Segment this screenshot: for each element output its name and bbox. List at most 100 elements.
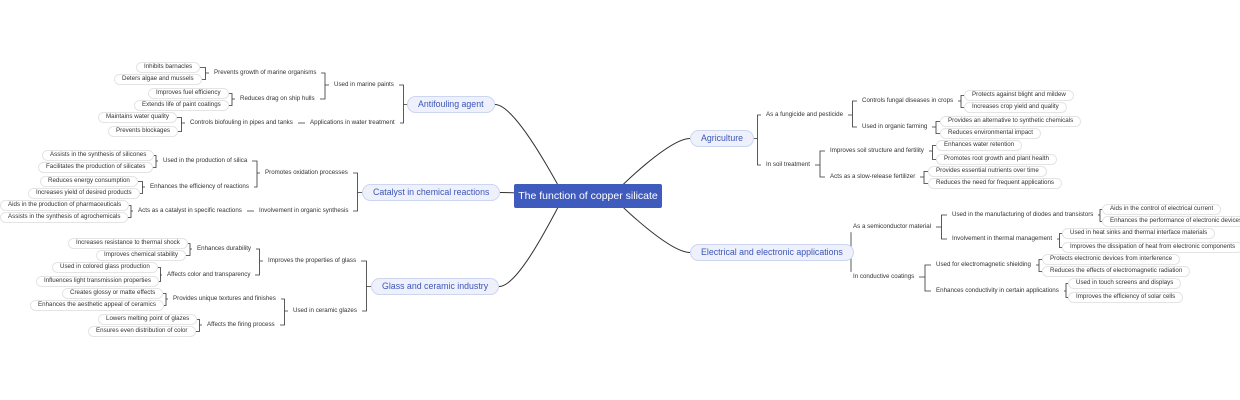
leaf-facilitates-the-production-of-silicates[interactable]: Facilitates the production of silicates bbox=[38, 162, 154, 173]
topic-enhances-durability[interactable]: Enhances durability bbox=[192, 243, 257, 255]
topic-used-in-organic-farming[interactable]: Used in organic farming bbox=[857, 121, 933, 133]
leaf-aids-in-the-control-of-electrical-current[interactable]: Aids in the control of electrical curren… bbox=[1102, 204, 1222, 215]
topic-controls-fungal-diseases-in-crops[interactable]: Controls fungal diseases in crops bbox=[857, 95, 959, 107]
leaf-improves-the-dissipation-of-heat-from-electronic-components[interactable]: Improves the dissipation of heat from el… bbox=[1062, 242, 1240, 253]
leaf-lowers-melting-point-of-glazes[interactable]: Lowers melting point of glazes bbox=[98, 314, 198, 325]
connector-topic-used-for-electromagnetic-shielding bbox=[1036, 259, 1042, 272]
leaf-increases-yield-of-desired-products[interactable]: Increases yield of desired products bbox=[28, 188, 140, 199]
leaf-promotes-root-growth-and-plant-health[interactable]: Promotes root growth and plant health bbox=[936, 154, 1057, 165]
connector-topic-provides-unique-textures-and-finishes bbox=[163, 293, 168, 306]
branch-catalyst-in-chemical-reactions[interactable]: Catalyst in chemical reactions bbox=[362, 184, 501, 201]
branch-glass-and-ceramic-industry[interactable]: Glass and ceramic industry bbox=[371, 278, 500, 295]
topic-used-in-ceramic-glazes[interactable]: Used in ceramic glazes bbox=[288, 305, 362, 317]
topic-prevents-growth-of-marine-organisms[interactable]: Prevents growth of marine organisms bbox=[209, 67, 322, 79]
leaf-protects-against-blight-and-mildew[interactable]: Protects against blight and mildew bbox=[964, 90, 1074, 101]
topic-enhances-the-efficiency-of-reactions[interactable]: Enhances the efficiency of reactions bbox=[145, 181, 254, 193]
connector-branch-agriculture bbox=[754, 114, 761, 166]
connector-topic-enhances-durability bbox=[186, 243, 192, 256]
branch-electrical-and-electronic-applications[interactable]: Electrical and electronic applications bbox=[690, 244, 854, 261]
connector-topic-used-in-ceramic-glazes bbox=[280, 298, 288, 326]
leaf-deters-algae-and-mussels[interactable]: Deters algae and mussels bbox=[114, 74, 202, 85]
topic-improves-soil-structure-and-fertility[interactable]: Improves soil structure and fertility bbox=[825, 145, 929, 157]
topic-provides-unique-textures-and-finishes[interactable]: Provides unique textures and finishes bbox=[168, 293, 281, 305]
topic-promotes-oxidation-processes[interactable]: Promotes oxidation processes bbox=[260, 167, 353, 179]
connector-topic-controls-biofouling-in-pipes-and-tanks bbox=[177, 117, 185, 132]
leaf-increases-resistance-to-thermal-shock[interactable]: Increases resistance to thermal shock bbox=[68, 238, 188, 249]
topic-used-in-the-production-of-silica[interactable]: Used in the production of silica bbox=[158, 155, 253, 167]
topic-in-soil-treatment[interactable]: In soil treatment bbox=[761, 159, 816, 171]
branch-agriculture[interactable]: Agriculture bbox=[690, 130, 755, 147]
leaf-creates-glossy-or-matte-effects[interactable]: Creates glossy or matte effects bbox=[62, 288, 164, 299]
leaf-used-in-touch-screens-and-displays[interactable]: Used in touch screens and displays bbox=[1068, 278, 1182, 289]
leaf-protects-electronic-devices-from-interference[interactable]: Protects electronic devices from interfe… bbox=[1042, 254, 1181, 265]
leaf-enhances-the-performance-of-electronic-devices[interactable]: Enhances the performance of electronic d… bbox=[1102, 216, 1240, 227]
leaf-reduces-energy-consumption[interactable]: Reduces energy consumption bbox=[40, 176, 138, 187]
topic-acts-as-a-slow-release-fertilizer[interactable]: Acts as a slow-release fertilizer bbox=[825, 171, 921, 183]
topic-used-for-electromagnetic-shielding[interactable]: Used for electromagnetic shielding bbox=[931, 259, 1036, 271]
connector-topic-affects-color-and-transparency bbox=[158, 267, 162, 282]
leaf-improves-fuel-efficiency[interactable]: Improves fuel efficiency bbox=[148, 88, 229, 99]
connector-topic-promotes-oxidation-processes bbox=[252, 160, 260, 188]
leaf-improves-the-efficiency-of-solar-cells[interactable]: Improves the efficiency of solar cells bbox=[1068, 292, 1184, 303]
connector-root-branch-antifouling-agent bbox=[494, 104, 565, 197]
connector-topic-used-in-marine-paints bbox=[320, 72, 329, 100]
leaf-assists-in-the-synthesis-of-silicones[interactable]: Assists in the synthesis of silicones bbox=[42, 150, 155, 161]
topic-in-conductive-coatings[interactable]: In conductive coatings bbox=[848, 271, 920, 283]
leaf-prevents-blockages[interactable]: Prevents blockages bbox=[108, 126, 178, 137]
root-topic[interactable]: The function of copper silicate bbox=[514, 184, 662, 208]
leaf-aids-in-the-production-of-pharmaceuticals[interactable]: Aids in the production of pharmaceutical… bbox=[0, 200, 130, 211]
leaf-improves-chemical-stability[interactable]: Improves chemical stability bbox=[96, 250, 186, 261]
leaf-increases-crop-yield-and-quality[interactable]: Increases crop yield and quality bbox=[964, 102, 1067, 113]
leaf-provides-essential-nutrients-over-time[interactable]: Provides essential nutrients over time bbox=[928, 166, 1047, 177]
leaf-reduces-the-need-for-frequent-applications[interactable]: Reduces the need for frequent applicatio… bbox=[928, 178, 1062, 189]
branch-antifouling-agent[interactable]: Antifouling agent bbox=[407, 96, 495, 113]
connector-branch-antifouling-agent bbox=[399, 84, 407, 124]
connector-topic-acts-as-a-catalyst-in-specific-reactions bbox=[128, 205, 133, 218]
connector-topic-acts-as-a-slow-release-fertilizer bbox=[920, 171, 928, 184]
connector-topic-improves-the-properties-of-glass bbox=[255, 248, 263, 276]
leaf-reduces-the-effects-of-electromagnetic-radiation[interactable]: Reduces the effects of electromagnetic r… bbox=[1042, 266, 1191, 277]
connector-topic-affects-the-firing-process bbox=[196, 319, 202, 332]
topic-as-a-fungicide-and-pesticide[interactable]: As a fungicide and pesticide bbox=[761, 109, 849, 121]
leaf-used-in-heat-sinks-and-thermal-interface-materials[interactable]: Used in heat sinks and thermal interface… bbox=[1062, 228, 1216, 239]
topic-reduces-drag-on-ship-hulls[interactable]: Reduces drag on ship hulls bbox=[235, 93, 320, 105]
topic-applications-in-water-treatment[interactable]: Applications in water treatment bbox=[305, 117, 400, 129]
connector-topic-prevents-growth-of-marine-organisms bbox=[200, 67, 209, 80]
leaf-maintains-water-quality[interactable]: Maintains water quality bbox=[98, 112, 177, 123]
topic-as-a-semiconductor-material[interactable]: As a semiconductor material bbox=[848, 221, 937, 233]
connector-topic-controls-fungal-diseases-in-crops bbox=[958, 95, 964, 108]
topic-used-in-marine-paints[interactable]: Used in marine paints bbox=[329, 79, 399, 91]
leaf-influences-light-transmission-properties[interactable]: Influences light transmission properties bbox=[36, 276, 159, 287]
topic-acts-as-a-catalyst-in-specific-reactions[interactable]: Acts as a catalyst in specific reactions bbox=[133, 205, 247, 217]
leaf-used-in-colored-glass-production[interactable]: Used in colored glass production bbox=[52, 262, 158, 273]
topic-controls-biofouling-in-pipes-and-tanks[interactable]: Controls biofouling in pipes and tanks bbox=[185, 117, 298, 129]
connector-root-branch-glass-and-ceramic-industry bbox=[498, 195, 565, 287]
leaf-ensures-even-distribution-of-color[interactable]: Ensures even distribution of color bbox=[88, 326, 196, 337]
leaf-enhances-the-aesthetic-appeal-of-ceramics[interactable]: Enhances the aesthetic appeal of ceramic… bbox=[30, 300, 164, 311]
connector-branch-glass-and-ceramic-industry bbox=[361, 260, 371, 312]
topic-affects-the-firing-process[interactable]: Affects the firing process bbox=[202, 319, 280, 331]
connector-topic-enhances-conductivity-in-certain-applications bbox=[1064, 283, 1068, 298]
connector-topic-in-conductive-coatings bbox=[919, 264, 931, 292]
connector-topic-used-in-organic-farming bbox=[932, 121, 940, 134]
leaf-enhances-water-retention[interactable]: Enhances water retention bbox=[936, 140, 1023, 151]
connector-topic-reduces-drag-on-ship-hulls bbox=[229, 93, 235, 106]
leaf-reduces-environmental-impact[interactable]: Reduces environmental impact bbox=[940, 128, 1041, 139]
topic-involvement-in-thermal-management[interactable]: Involvement in thermal management bbox=[947, 233, 1058, 245]
topic-improves-the-properties-of-glass[interactable]: Improves the properties of glass bbox=[263, 255, 362, 267]
connector-topic-in-soil-treatment bbox=[815, 150, 825, 178]
leaf-inhibits-barnacles[interactable]: Inhibits barnacles bbox=[136, 62, 201, 73]
leaf-provides-an-alternative-to-synthetic-chemicals[interactable]: Provides an alternative to synthetic che… bbox=[940, 116, 1082, 127]
topic-used-in-the-manufacturing-of-diodes-and-transistors[interactable]: Used in the manufacturing of diodes and … bbox=[947, 209, 1099, 221]
connector-topic-used-in-the-production-of-silica bbox=[153, 155, 158, 168]
connector-topic-as-a-semiconductor-material bbox=[936, 214, 947, 240]
topic-enhances-conductivity-in-certain-applications[interactable]: Enhances conductivity in certain applica… bbox=[931, 285, 1064, 297]
connector-topic-used-in-the-manufacturing-of-diodes-and-transistors bbox=[1098, 209, 1102, 222]
leaf-assists-in-the-synthesis-of-agrochemicals[interactable]: Assists in the synthesis of agrochemical… bbox=[0, 212, 129, 223]
topic-affects-color-and-transparency[interactable]: Affects color and transparency bbox=[162, 269, 256, 281]
connector-topic-as-a-fungicide-and-pesticide bbox=[848, 100, 857, 128]
topic-involvement-in-organic-synthesis[interactable]: Involvement in organic synthesis bbox=[254, 205, 354, 217]
connector-branch-catalyst-in-chemical-reactions bbox=[353, 172, 362, 212]
leaf-extends-life-of-paint-coatings[interactable]: Extends life of paint coatings bbox=[134, 100, 229, 111]
